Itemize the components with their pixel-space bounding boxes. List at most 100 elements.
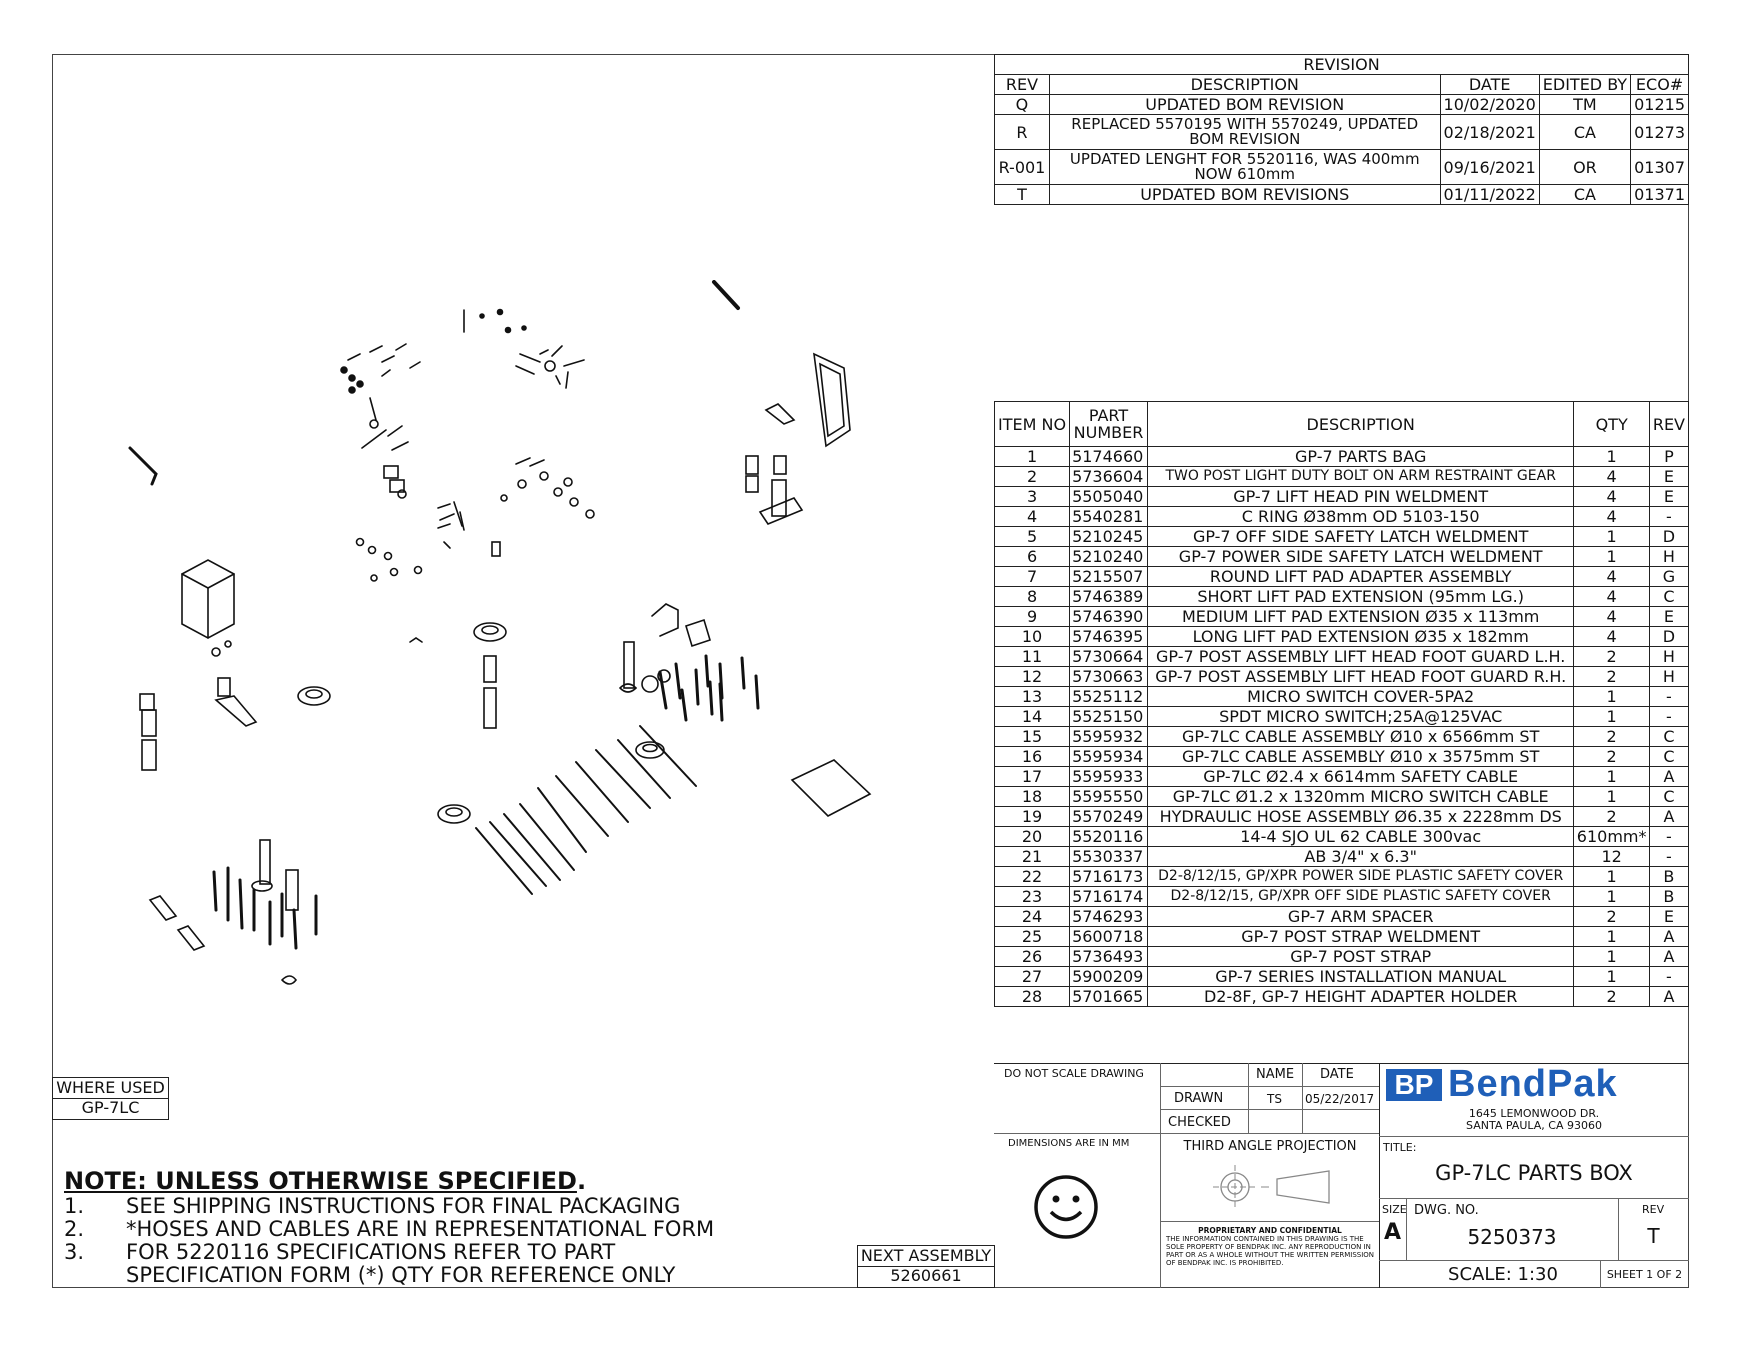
size-value: A [1384, 1220, 1402, 1245]
bom-description: GP-7 SERIES INSTALLATION MANUAL [1146, 966, 1575, 987]
bom-item-no: 23 [993, 886, 1071, 907]
bom-part-number: 5736493 [1069, 946, 1148, 967]
bom-item-no: 3 [993, 486, 1071, 507]
bom-description: LONG LIFT PAD EXTENSION Ø35 x 182mm [1146, 626, 1575, 647]
bom-qty: 4 [1573, 466, 1650, 487]
bom-part-number: 5595550 [1069, 786, 1148, 807]
bom-qty: 1 [1573, 546, 1650, 567]
logo-mark: BP [1386, 1069, 1442, 1101]
bom-description: GP-7LC Ø1.2 x 1320mm MICRO SWITCH CABLE [1146, 786, 1575, 807]
bom-item-no: 8 [993, 586, 1071, 607]
installation-manual-part [790, 759, 872, 817]
revision-row: Q UPDATED BOM REVISION 10/02/2020 TM 012… [994, 94, 1689, 115]
bom-header-rev: REV [1648, 401, 1690, 447]
bom-rev: - [1648, 826, 1690, 847]
bom-rev: E [1648, 466, 1690, 487]
bom-part-number: 5210240 [1069, 546, 1148, 567]
bom-header-item: ITEM NO [993, 401, 1071, 447]
revision-header-eco: ECO# [1630, 74, 1689, 95]
third-angle-projection-icon [1213, 1165, 1330, 1209]
bom-description: AB 3/4" x 6.3" [1146, 846, 1575, 867]
projection-label: THIRD ANGLE PROJECTION [1183, 1139, 1357, 1154]
bom-rev: - [1648, 506, 1690, 527]
bom-item-no: 16 [993, 746, 1071, 767]
note-item: 2.*HOSES AND CABLES ARE IN REPRESENTATIO… [64, 1218, 824, 1241]
note-item: SPECIFICATION FORM (*) QTY FOR REFERENCE… [64, 1264, 824, 1287]
rev-value: T [1647, 1224, 1660, 1248]
revision-cell: 10/02/2020 [1439, 94, 1540, 115]
bom-item-no: 9 [993, 606, 1071, 627]
bom-part-number: 5525150 [1069, 706, 1148, 727]
bom-description: MEDIUM LIFT PAD EXTENSION Ø35 x 113mm [1146, 606, 1575, 627]
bendpak-logo-icon: BP BendPak [1386, 1063, 1684, 1105]
revision-row: R-001 UPDATED LENGHT FOR 5520116, WAS 40… [994, 149, 1689, 185]
bom-part-number: 5540281 [1069, 506, 1148, 527]
revision-cell: CA [1538, 114, 1632, 150]
address-line-1: 1645 LEMONWOOD DR. [1468, 1107, 1600, 1120]
bom-description: GP-7 POST STRAP [1146, 946, 1575, 967]
proprietary-text: THE INFORMATION CONTAINED IN THIS DRAWIN… [1166, 1235, 1375, 1267]
bom-rev: E [1648, 486, 1690, 507]
bom-item-no: 18 [993, 786, 1071, 807]
next-assembly-value: 5260661 [857, 1266, 995, 1288]
bom-rev: C [1648, 586, 1690, 607]
bom-qty: 1 [1573, 526, 1650, 547]
bom-rev: P [1648, 446, 1690, 467]
where-used-value: GP-7LC [52, 1098, 169, 1120]
revision-cell: REPLACED 5570195 WITH 5570249, UPDATED B… [1048, 114, 1441, 150]
revision-cell: 02/18/2021 [1439, 114, 1540, 150]
revision-cell: 09/16/2021 [1439, 149, 1540, 185]
bom-header-description: DESCRIPTION [1146, 401, 1575, 447]
bom-item-no: 1 [993, 446, 1071, 467]
name-label: NAME [1256, 1067, 1295, 1082]
bom-qty: 4 [1573, 626, 1650, 647]
bom-part-number: 5701665 [1069, 986, 1148, 1007]
title-label: TITLE: [1383, 1141, 1417, 1154]
revision-cell: 01371 [1630, 184, 1689, 205]
bom-description: GP-7 ARM SPACER [1146, 906, 1575, 927]
bom-header-part-number: PART NUMBER [1069, 401, 1148, 447]
bom-description: D2-8/12/15, GP/XPR POWER SIDE PLASTIC SA… [1146, 866, 1575, 887]
bom-qty: 1 [1573, 686, 1650, 707]
note-text: FOR 5220116 SPECIFICATIONS REFER TO PART [126, 1240, 616, 1264]
logo-text: BendPak [1448, 1063, 1618, 1105]
bom-rev: E [1648, 906, 1690, 927]
bom-item-no: 20 [993, 826, 1071, 847]
bom-description: GP-7LC CABLE ASSEMBLY Ø10 x 3575mm ST [1146, 746, 1575, 767]
bom-item-no: 10 [993, 626, 1071, 647]
bom-part-number: 5520116 [1069, 826, 1148, 847]
bom-description: SHORT LIFT PAD EXTENSION (95mm LG.) [1146, 586, 1575, 607]
bom-rev: B [1648, 886, 1690, 907]
bom-description: SPDT MICRO SWITCH;25A@125VAC [1146, 706, 1575, 727]
drawn-name: TS [1267, 1092, 1282, 1106]
bom-qty: 1 [1573, 886, 1650, 907]
bom-item-no: 15 [993, 726, 1071, 747]
notes-title-period: . [576, 1167, 587, 1195]
bom-part-number: 5746389 [1069, 586, 1148, 607]
address-line-2: SANTA PAULA, CA 93060 [1466, 1119, 1602, 1132]
size-label: SIZE [1382, 1203, 1407, 1216]
bom-part-number: 5716174 [1069, 886, 1148, 907]
revision-cell: 01273 [1630, 114, 1689, 150]
note-number: 2. [64, 1217, 85, 1241]
bom-part-number: 5746390 [1069, 606, 1148, 627]
bom-description: HYDRAULIC HOSE ASSEMBLY Ø6.35 x 2228mm D… [1146, 806, 1575, 827]
bom-rev: A [1648, 946, 1690, 967]
revision-cell: TM [1538, 94, 1632, 115]
bom-qty: 4 [1573, 566, 1650, 587]
cable-assemblies [475, 725, 697, 895]
bom-qty: 2 [1573, 646, 1650, 667]
post-strap-part [813, 352, 851, 448]
bom-rev: C [1648, 786, 1690, 807]
bom-item-no: 4 [993, 506, 1071, 527]
note-number: 1. [64, 1194, 85, 1218]
